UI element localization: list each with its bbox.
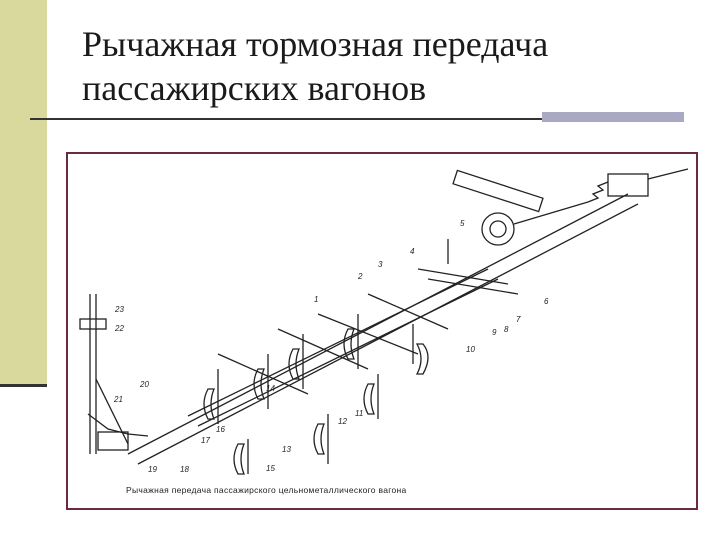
cross-beam-3 xyxy=(317,313,419,355)
brake-shoe-group-2 xyxy=(253,354,269,409)
brake-shoe-group-8 xyxy=(233,439,249,475)
diagram-caption: Рычажная передача пассажирского цельноме… xyxy=(126,485,407,495)
frame-bracket xyxy=(452,169,544,213)
end-bracket xyxy=(97,431,129,451)
left-band-divider xyxy=(0,384,47,387)
rod-main-4 xyxy=(197,278,499,427)
title-underline xyxy=(30,118,542,120)
part-label-6: 6 xyxy=(544,297,549,306)
brake-rigging-diagram: 1 2 3 4 5 6 7 8 9 10 11 12 13 14 15 16 1… xyxy=(79,168,689,475)
rod-main-2 xyxy=(137,203,639,465)
end-rod xyxy=(95,378,129,445)
horizontal-lever-2 xyxy=(427,278,519,295)
left-accent-band xyxy=(0,0,47,384)
brake-shoe-group-6 xyxy=(412,324,429,375)
part-label-5: 5 xyxy=(460,219,465,228)
part-label-1: 1 xyxy=(314,295,318,304)
part-label-11: 11 xyxy=(355,409,363,418)
brake-shoe-group-5 xyxy=(363,374,379,419)
horizontal-lever-1 xyxy=(417,268,509,285)
part-label-4: 4 xyxy=(410,247,415,256)
part-label-2: 2 xyxy=(357,272,363,281)
spring xyxy=(587,181,609,203)
part-label-23: 23 xyxy=(114,305,124,314)
diagram-frame: 1 2 3 4 5 6 7 8 9 10 11 12 13 14 15 16 1… xyxy=(66,152,698,510)
part-label-12: 12 xyxy=(338,417,347,426)
part-label-15: 15 xyxy=(266,464,275,473)
cross-beam-4 xyxy=(367,293,449,330)
brake-cylinder-inner xyxy=(489,220,507,238)
brake-shoe-group-7 xyxy=(313,414,329,464)
part-label-18: 18 xyxy=(180,465,189,474)
part-labels: 1 2 3 4 5 6 7 8 9 10 11 12 13 14 15 16 1… xyxy=(113,219,549,474)
brake-shoe-group-1 xyxy=(203,369,219,424)
part-label-21: 21 xyxy=(113,395,123,404)
part-label-10: 10 xyxy=(466,345,475,354)
brake-shoe-group-4 xyxy=(343,314,359,369)
part-label-9: 9 xyxy=(492,328,497,337)
title-line-1: Рычажная тормозная передача xyxy=(82,24,549,64)
part-label-22: 22 xyxy=(114,324,124,333)
cross-beam-2 xyxy=(277,328,369,370)
part-label-14: 14 xyxy=(266,384,275,393)
brake-cylinder xyxy=(481,212,515,246)
hand-brake-unit xyxy=(607,173,649,197)
part-label-16: 16 xyxy=(216,425,225,434)
title-line-2: пассажирских вагонов xyxy=(82,68,427,108)
slide-title: Рычажная тормозная передача пассажирских… xyxy=(82,22,702,110)
part-label-13: 13 xyxy=(282,445,291,454)
title-underline-accent xyxy=(542,112,684,122)
part-label-8: 8 xyxy=(504,325,509,334)
piston-rod xyxy=(513,201,589,225)
part-label-19: 19 xyxy=(148,465,157,474)
brake-shoe-group-3 xyxy=(288,334,304,389)
hand-brake-rod xyxy=(647,168,689,180)
part-label-17: 17 xyxy=(201,436,210,445)
part-label-20: 20 xyxy=(139,380,149,389)
part-label-3: 3 xyxy=(378,260,383,269)
rod-main-3 xyxy=(187,268,489,417)
hand-wheel xyxy=(79,318,107,330)
part-label-7: 7 xyxy=(516,315,521,324)
